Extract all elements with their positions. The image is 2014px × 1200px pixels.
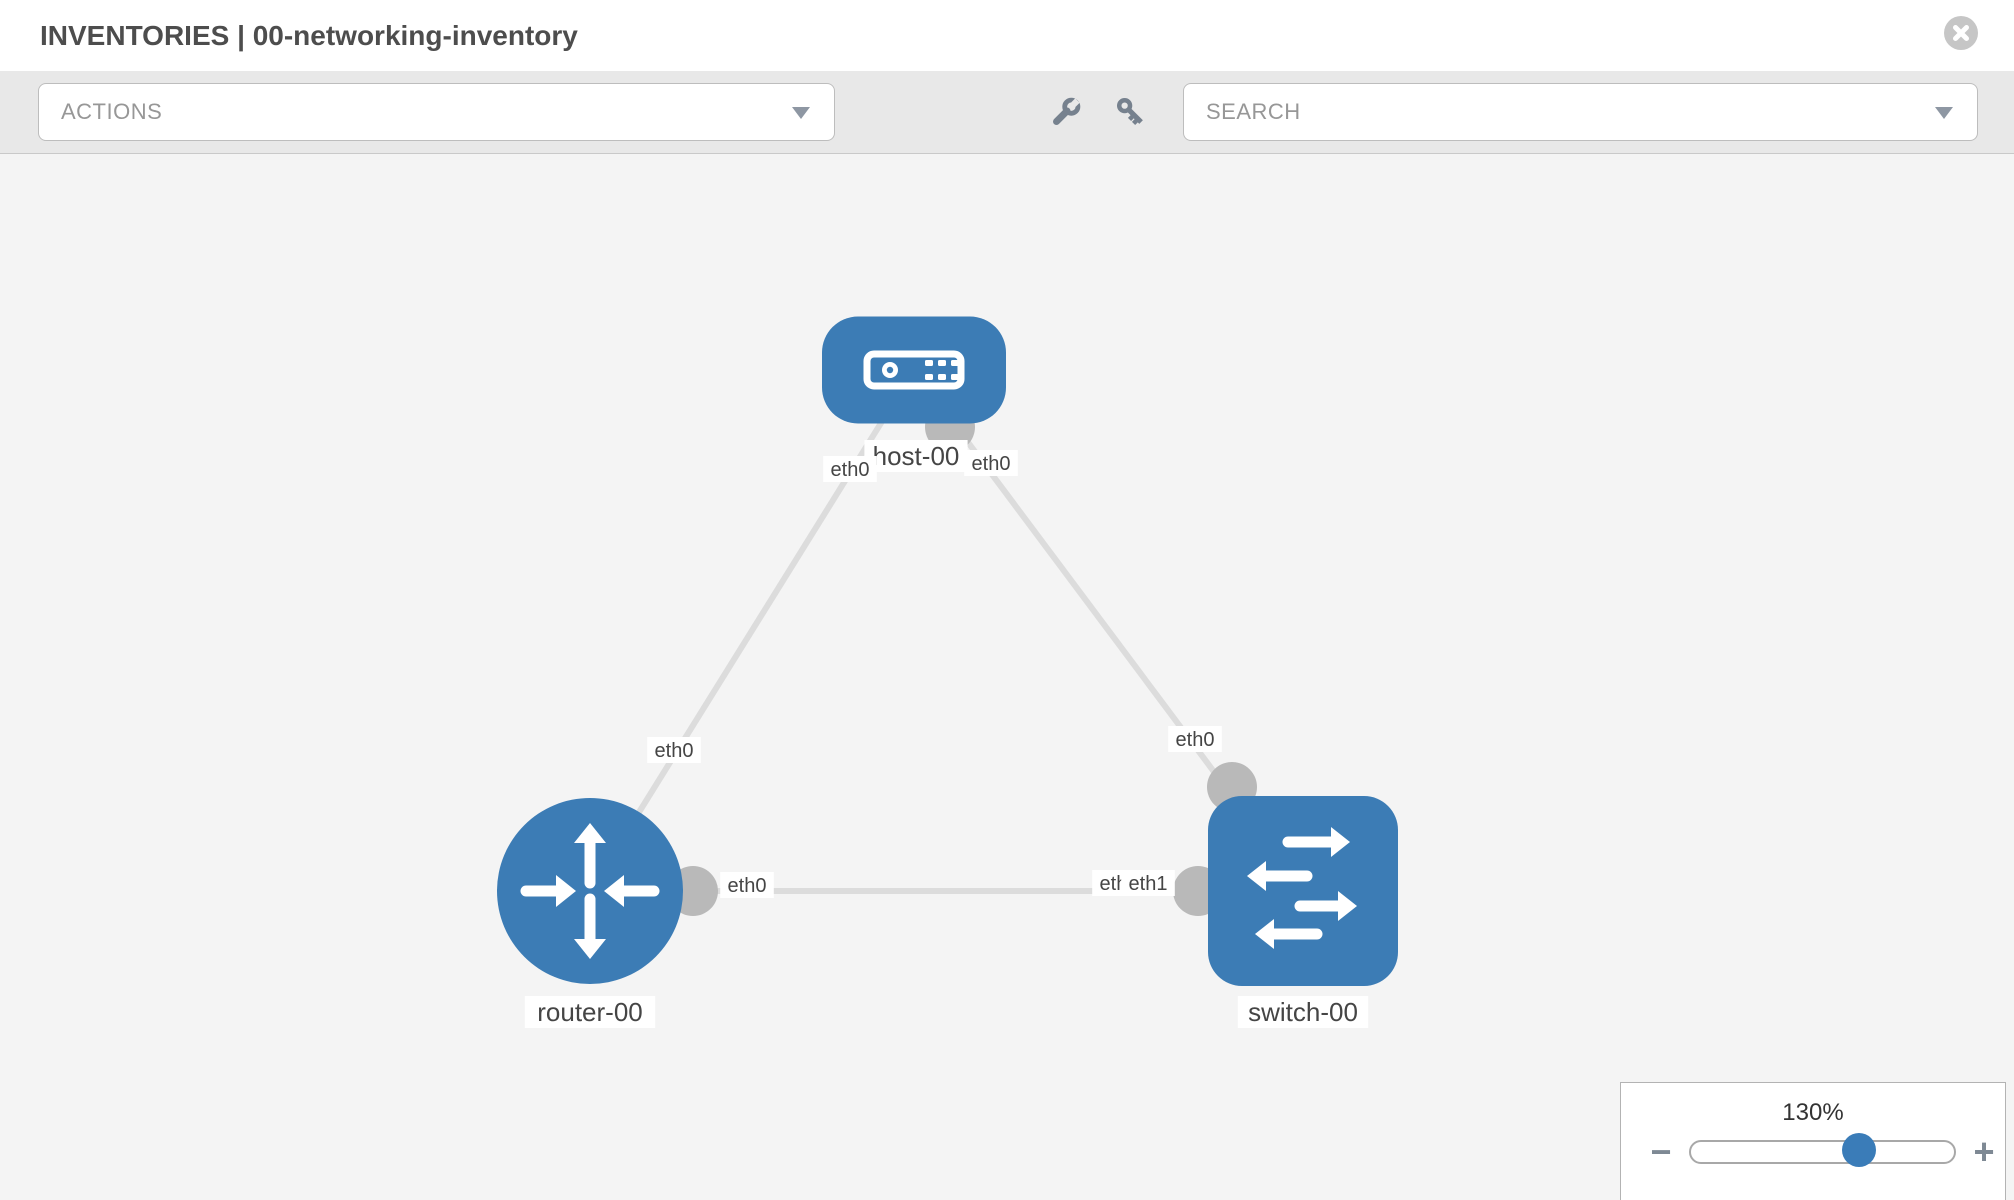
search-placeholder: SEARCH xyxy=(1206,99,1301,124)
router-icon xyxy=(520,823,660,959)
host-icon xyxy=(863,350,965,390)
node-host-00[interactable] xyxy=(822,316,1006,424)
svg-text:eth0: eth0 xyxy=(728,875,767,897)
search-dropdown[interactable]: SEARCH xyxy=(1183,83,1978,141)
svg-text:host-00: host-00 xyxy=(873,441,960,471)
actions-dropdown[interactable]: ACTIONS xyxy=(38,83,835,141)
node-label: switch-00 xyxy=(1237,996,1369,1028)
node-label: router-00 xyxy=(524,996,656,1028)
node-switch-00[interactable] xyxy=(1208,796,1398,986)
topology-graph: host-00 router-00 switch-00 eth0 eth0 eth0 eth… xyxy=(497,316,1398,1028)
svg-text:eth0: eth0 xyxy=(1176,729,1215,751)
wrench-button[interactable] xyxy=(1048,94,1084,130)
svg-text:switch-00: switch-00 xyxy=(1248,997,1358,1027)
interface-label: eth0 xyxy=(647,737,701,763)
wrench-icon xyxy=(1053,97,1081,125)
interface-label: eth1 xyxy=(1121,870,1175,896)
page-title: INVENTORIES | 00-networking-inventory xyxy=(40,20,578,51)
interface-label: eth0 xyxy=(823,456,877,482)
zoom-panel: 130% − + xyxy=(1620,1082,2006,1200)
actions-dropdown-label: ACTIONS xyxy=(61,99,163,124)
interface-label: eth0 xyxy=(964,450,1018,476)
interface-label: eth0 xyxy=(720,872,774,898)
chevron-down-icon xyxy=(1935,107,1953,119)
zoom-slider-thumb[interactable] xyxy=(1842,1133,1876,1167)
topology-canvas[interactable]: host-00 router-00 switch-00 eth0 eth0 eth0 eth… xyxy=(0,154,2014,1200)
svg-text:eth0: eth0 xyxy=(972,453,1011,475)
key-icon xyxy=(1116,97,1143,126)
chevron-down-icon xyxy=(792,107,810,119)
zoom-out-button[interactable]: − xyxy=(1650,1131,1672,1172)
page-header: INVENTORIES | 00-networking-inventory xyxy=(0,0,2014,71)
svg-text:eth0: eth0 xyxy=(831,459,870,481)
zoom-percent: 130% xyxy=(1782,1099,1844,1126)
svg-text:eth0: eth0 xyxy=(655,740,694,762)
toolbar: ACTIONS SEARCH xyxy=(0,71,2014,154)
close-icon xyxy=(1944,16,1978,50)
zoom-in-button[interactable]: + xyxy=(1973,1131,1995,1172)
node-label: host-00 xyxy=(864,440,968,472)
zoom-slider[interactable] xyxy=(1689,1133,1956,1167)
switch-icon xyxy=(1247,827,1357,949)
interface-label: eth0 xyxy=(1168,726,1222,752)
key-button[interactable] xyxy=(1113,94,1149,130)
svg-text:eth1: eth1 xyxy=(1129,873,1168,895)
node-router-00[interactable] xyxy=(497,798,683,984)
svg-text:router-00: router-00 xyxy=(537,997,643,1027)
close-button[interactable] xyxy=(1944,16,1978,50)
